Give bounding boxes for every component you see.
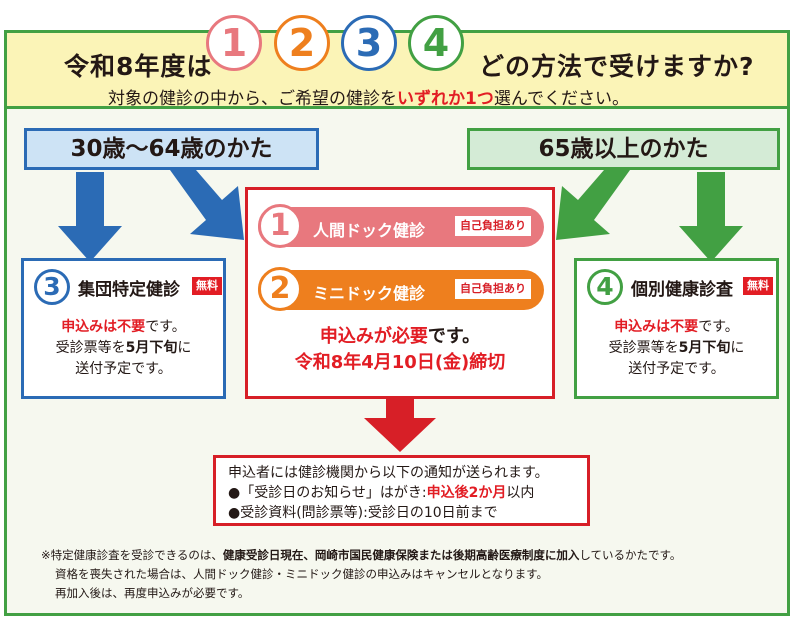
- notification-box: 申込者には健診機関から以下の通知が送られます。 ●「受診日のお知らせ」はがき:申…: [213, 455, 590, 526]
- arrow-center-down: [364, 399, 436, 452]
- title-number-2: 2: [274, 15, 330, 71]
- note-line1-post: しているかたです。: [579, 548, 682, 562]
- footnotes: ※特定健康診査を受診できるのは、健康受診日現在、岡崎市国民健康保険または後期高齢…: [41, 546, 771, 603]
- option-3-line2-pre: 受診票等を: [55, 340, 126, 356]
- title-number-3: 3: [341, 15, 397, 71]
- option-3-body: 申込みは不要です。 受診票等を5月下旬に 送付予定です。: [24, 317, 223, 380]
- option-4-body: 申込みは不要です。 受診票等を5月下旬に 送付予定です。: [577, 317, 776, 380]
- option-4-line3: 送付予定です。: [628, 361, 725, 377]
- header-banner: 令和8年度は 1 2 3 4 どの方法で受けますか? 対象の健診の中から、ご希望…: [7, 15, 787, 109]
- option-4-card: 4 個別健康診査 無料 申込みは不要です。 受診票等を5月下旬に 送付予定です。: [574, 258, 779, 399]
- subtitle-pre: 対象の健診の中から、ご希望の健診を: [108, 89, 397, 109]
- application-required: 申込みが必要: [319, 326, 428, 347]
- option-1-pill: 1 人間ドック健診 自己負担あり: [258, 204, 544, 248]
- option-1-cost-tag: 自己負担あり: [455, 216, 531, 236]
- subtitle-emphasis: いずれか1つ: [397, 89, 494, 109]
- option-3-number: 3: [34, 269, 70, 305]
- option-4-send-date: 5月下旬: [678, 340, 731, 356]
- subtitle: 対象の健診の中から、ご希望の健診をいずれか1つ選んでください。: [108, 84, 629, 109]
- option-4-line1-rest: です。: [698, 319, 739, 335]
- option-3-line1-rest: です。: [145, 319, 186, 335]
- option-2-pill: 2 ミニドック健診 自己負担あり: [258, 267, 544, 311]
- option-2-cost-tag: 自己負担あり: [455, 279, 531, 299]
- option-4-name: 個別健康診査: [631, 280, 733, 300]
- option-1-name: 人間ドック健診: [313, 221, 426, 240]
- notice-postcard-timing: 申込後2か月: [426, 485, 507, 501]
- option-3-no-application: 申込みは不要: [61, 319, 146, 335]
- arrow-right-diagonal: [556, 170, 630, 240]
- option-2-number: 2: [258, 267, 302, 311]
- arrow-left-diagonal: [170, 170, 244, 240]
- option-1-number: 1: [258, 204, 302, 248]
- option-4-number: 4: [587, 269, 623, 305]
- notice-materials: ●受診資料(問診票等):受診日の10日前まで: [228, 505, 498, 521]
- title-right: どの方法で受けますか?: [479, 52, 755, 81]
- notice-line1: 申込者には健診機関から以下の通知が送られます。: [228, 465, 549, 481]
- arrow-left-down: [58, 172, 122, 262]
- application-required-message: 申込みが必要です。 令和8年4月10日(金)締切: [248, 324, 552, 376]
- option-3-line2-post: に: [177, 340, 192, 356]
- title-number-4: 4: [408, 15, 464, 71]
- age-box-30-64: 30歳〜64歳のかた: [24, 128, 319, 170]
- option-3-card: 3 集団特定健診 無料 申込みは不要です。 受診票等を5月下旬に 送付予定です。: [21, 258, 226, 399]
- option-4-line2-pre: 受診票等を: [608, 340, 679, 356]
- subtitle-post: 選んでください。: [493, 89, 629, 109]
- application-required-rest: です。: [427, 326, 481, 347]
- option-4-no-application: 申込みは不要: [614, 319, 699, 335]
- option-2-name: ミニドック健診: [313, 284, 426, 303]
- application-deadline: 令和8年4月10日(金)締切: [294, 352, 506, 373]
- note-line1-pre: ※特定健康診査を受診できるのは、: [41, 548, 223, 562]
- notice-postcard-post: 以内: [506, 485, 535, 501]
- option-3-line3: 送付予定です。: [75, 361, 172, 377]
- option-3-free-badge: 無料: [192, 277, 222, 295]
- note-line2: 資格を喪失された場合は、人間ドック健診・ミニドック健診の申込みはキャンセルとなり…: [55, 567, 548, 581]
- option-3-name: 集団特定健診: [78, 280, 180, 300]
- option-4-free-badge: 無料: [743, 277, 773, 295]
- option-4-line2-post: に: [730, 340, 745, 356]
- title-number-1: 1: [206, 15, 262, 71]
- arrow-right-down: [679, 172, 743, 262]
- notice-postcard: ●「受診日のお知らせ」はがき:: [228, 485, 427, 501]
- note-line1-bold: 健康受診日現在、岡崎市国民健康保険または後期高齢医療制度に加入: [222, 548, 580, 562]
- note-line3: 再加入後は、再度申込みが必要です。: [55, 586, 250, 600]
- options-1-2-card: 1 人間ドック健診 自己負担あり 2 ミニドック健診 自己負担あり 申込みが必要…: [245, 187, 555, 399]
- title-left: 令和8年度は: [64, 52, 213, 81]
- option-3-send-date: 5月下旬: [125, 340, 178, 356]
- age-box-65-plus: 65歳以上のかた: [467, 128, 780, 170]
- title-line: 令和8年度は 1 2 3 4 どの方法で受けますか?: [7, 15, 787, 88]
